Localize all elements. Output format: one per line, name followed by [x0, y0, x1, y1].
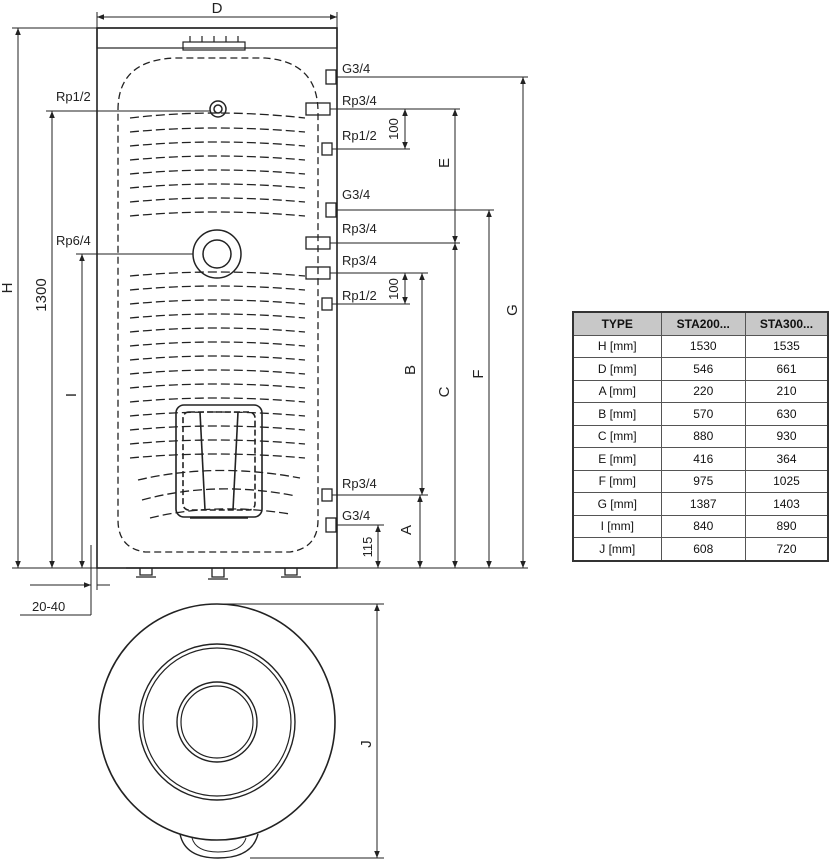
sta200-value: 975	[660, 469, 746, 493]
dim-J-label: J	[358, 740, 375, 748]
row-label: E [mm]	[572, 447, 662, 471]
connection-stubs	[305, 69, 337, 533]
tank-feet	[126, 567, 320, 580]
sta200-value: 570	[660, 402, 746, 426]
label-rp64-flange: Rp6/4	[56, 233, 91, 248]
dim-G-label: G	[504, 304, 521, 316]
inner-tank-outline	[117, 57, 319, 553]
row-label: A [mm]	[572, 379, 662, 403]
lower-coil	[129, 271, 306, 519]
sta200-value: 608	[660, 537, 746, 561]
flange-port-rp64	[192, 229, 242, 279]
dim-A-label: A	[398, 525, 415, 535]
dim-E-label: E	[436, 158, 453, 168]
label-rp34-1: Rp3/4	[342, 93, 377, 108]
tank-top-view	[98, 603, 336, 859]
table-header-row: TYPE STA200... STA300...	[572, 311, 829, 336]
sta300-value: 720	[744, 537, 829, 561]
dim-115-label: 115	[360, 537, 375, 558]
sta300-value: 364	[744, 447, 829, 471]
label-rp34-2: Rp3/4	[342, 221, 377, 236]
dim-1300-label: 1300	[33, 278, 50, 311]
inspection-flange	[175, 404, 263, 519]
header-sta300: STA300...	[744, 311, 829, 336]
sta300-value: 210	[744, 379, 829, 403]
sta200-value: 880	[660, 424, 746, 448]
row-label: G [mm]	[572, 492, 662, 516]
dimension-lines	[12, 12, 528, 616]
dim-I-label: I	[63, 393, 80, 397]
tank-outer-shell	[96, 27, 338, 569]
sensor-port-rp12	[209, 100, 227, 118]
dim-B-label: B	[402, 365, 419, 375]
dim-D-label: D	[212, 0, 223, 17]
sta300-value: 1025	[744, 469, 829, 493]
header-sta200: STA200...	[660, 311, 746, 336]
tank-top-cover	[96, 27, 338, 49]
upper-coil	[129, 112, 306, 217]
label-g34-top: G3/4	[342, 61, 370, 76]
label-rp12-2: Rp1/2	[342, 288, 377, 303]
sta200-value: 546	[660, 357, 746, 381]
dim-100-top-label: 100	[386, 118, 401, 140]
header-type: TYPE	[572, 311, 662, 336]
sta200-value: 416	[660, 447, 746, 471]
sta300-value: 661	[744, 357, 829, 381]
label-rp34-4: Rp3/4	[342, 476, 377, 491]
sta300-value: 1403	[744, 492, 829, 516]
row-label: H [mm]	[572, 334, 662, 358]
row-label: C [mm]	[572, 424, 662, 448]
dim-C-label: C	[436, 386, 453, 397]
label-g34-mid: G3/4	[342, 187, 370, 202]
sta300-value: 930	[744, 424, 829, 448]
label-rp12-1: Rp1/2	[342, 128, 377, 143]
dim-H-label: H	[0, 283, 16, 294]
top-terminal-block	[182, 36, 246, 51]
sta200-value: 220	[660, 379, 746, 403]
label-g34-bot: G3/4	[342, 508, 370, 523]
tank-side-view	[96, 27, 338, 580]
sta300-value: 630	[744, 402, 829, 426]
sta300-value: 890	[744, 514, 829, 538]
row-label: D [mm]	[572, 357, 662, 381]
row-label: B [mm]	[572, 402, 662, 426]
dim-F-label: F	[470, 369, 487, 378]
row-label: J [mm]	[572, 537, 662, 561]
dim-feet-label: 20-40	[32, 599, 65, 614]
row-label: F [mm]	[572, 469, 662, 493]
label-rp12-sensor: Rp1/2	[56, 89, 91, 104]
dim-100-mid-label: 100	[386, 278, 401, 300]
row-label: I [mm]	[572, 514, 662, 538]
sta200-value: 840	[660, 514, 746, 538]
label-rp34-3: Rp3/4	[342, 253, 377, 268]
dim-J-line	[217, 603, 384, 859]
sta200-value: 1387	[660, 492, 746, 516]
sta200-value: 1530	[660, 334, 746, 358]
sta300-value: 1535	[744, 334, 829, 358]
